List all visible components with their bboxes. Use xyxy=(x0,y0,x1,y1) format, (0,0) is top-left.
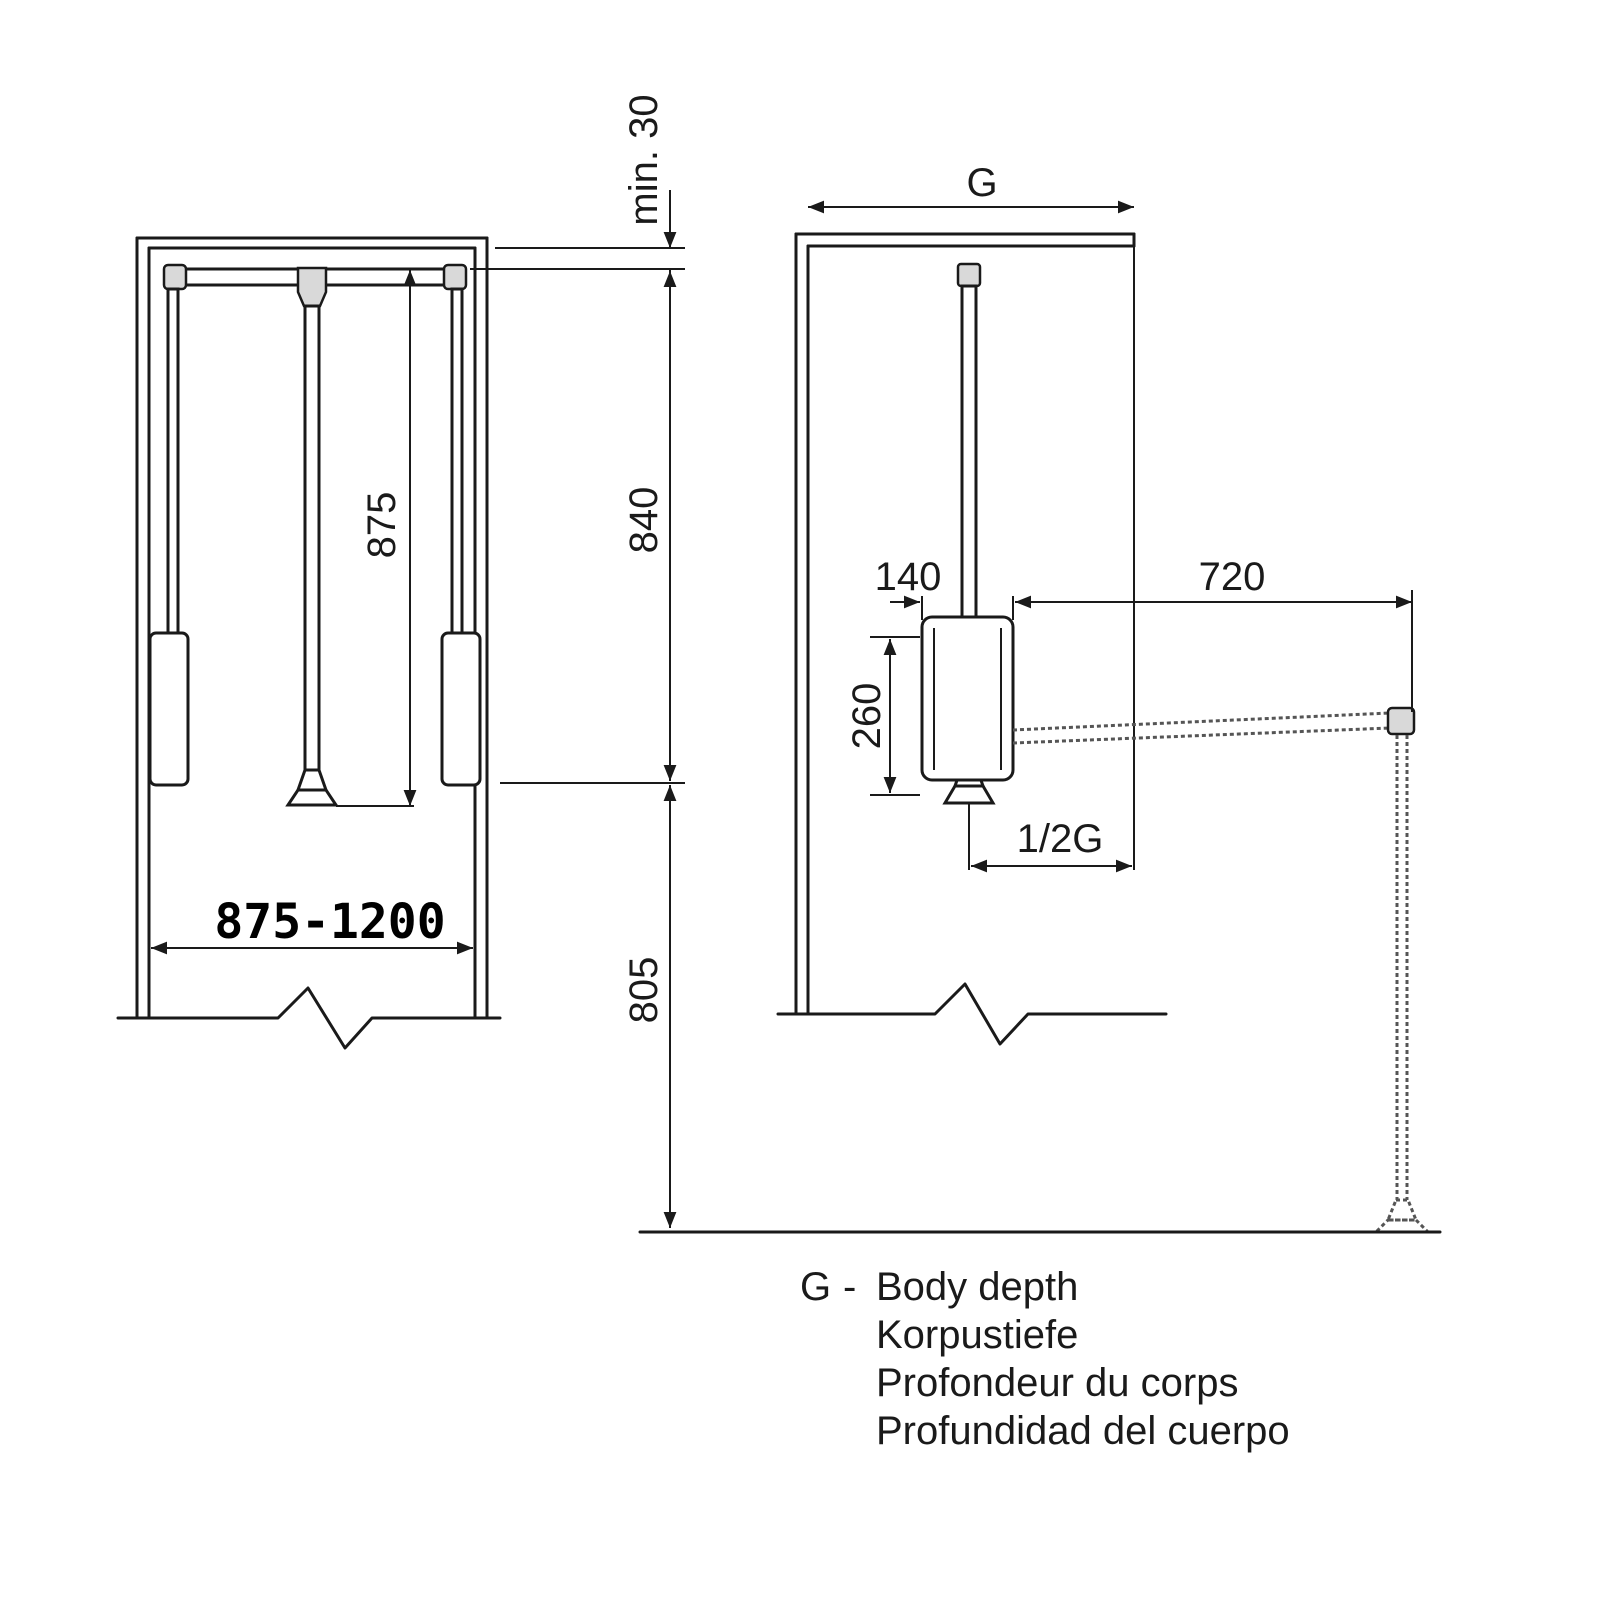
hanging-rail xyxy=(162,263,468,308)
bracket-height-dimension: 260 xyxy=(845,636,920,796)
lowered-height-dimension: 805 xyxy=(622,785,677,1228)
mechanism-ribs xyxy=(933,628,1002,770)
lift-mechanism-side xyxy=(920,615,1015,782)
lift-travel-label: 840 xyxy=(622,487,666,554)
pull-out-dimension: 720 xyxy=(1015,555,1413,712)
front-view: 875 875-1200 xyxy=(116,236,502,1050)
floor-break-line-side xyxy=(776,982,1168,1046)
extended-arm xyxy=(1012,706,1432,1234)
cabinet-top xyxy=(135,236,489,250)
right-lift-mechanism xyxy=(440,631,482,787)
min-gap-label: min. 30 xyxy=(622,94,666,225)
vertical-dimensions: min. 30 840 805 xyxy=(470,94,685,1228)
depth-dimension: G xyxy=(808,161,1134,214)
legend-line-3: Profondeur du corps xyxy=(876,1361,1238,1405)
bracket-depth-dimension: 140 xyxy=(875,555,1410,620)
rod-height-dimension: 875 xyxy=(336,270,417,807)
legend-symbol: G xyxy=(800,1265,831,1309)
pull-out-label: 720 xyxy=(1199,555,1266,599)
legend-line-2: Korpustiefe xyxy=(876,1313,1078,1357)
half-depth-label: 1/2G xyxy=(1017,817,1104,861)
side-view: G 140 xyxy=(638,161,1442,1234)
lift-travel-dimension: 840 xyxy=(622,271,677,781)
left-lift-mechanism xyxy=(148,631,190,787)
rod-height-label: 875 xyxy=(360,492,404,559)
lowered-height-label: 805 xyxy=(622,957,666,1024)
min-gap-dimension: min. 30 xyxy=(622,94,677,284)
legend: G - Body depth Korpustiefe Profondeur du… xyxy=(800,1265,1290,1453)
pull-down-handle xyxy=(285,304,339,807)
bracket-height-label: 260 xyxy=(845,683,889,750)
legend-line-1: Body depth xyxy=(876,1265,1078,1309)
legend-line-4: Profundidad del cuerpo xyxy=(876,1409,1290,1453)
cabinet-left-wall xyxy=(135,236,151,1020)
width-range-dimension: 875-1200 xyxy=(151,894,473,955)
bracket-depth-label: 140 xyxy=(875,555,942,599)
cabinet-right-wall xyxy=(473,236,489,1020)
cabinet-side-profile xyxy=(794,232,1136,1016)
depth-label: G xyxy=(966,161,997,205)
floor-break-line xyxy=(116,986,502,1050)
half-depth-dimension: 1/2G xyxy=(968,803,1132,873)
width-range-label: 875-1200 xyxy=(214,894,445,950)
legend-separator: - xyxy=(843,1265,856,1309)
